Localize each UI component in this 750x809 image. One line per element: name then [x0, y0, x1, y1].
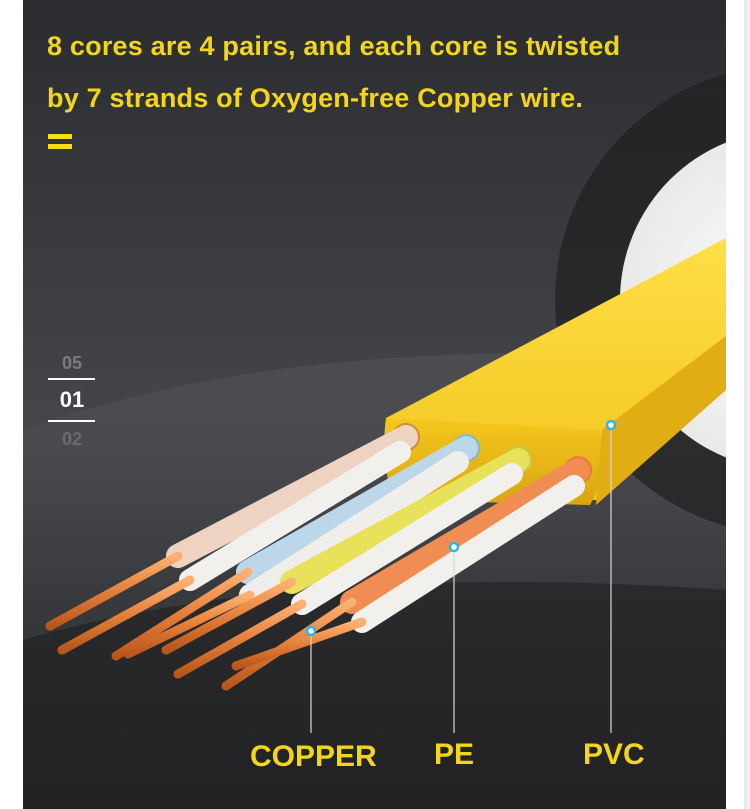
pe-label: PE: [434, 738, 475, 771]
pvc-marker: [605, 419, 617, 431]
headline: 8 cores are 4 pairs, and each core is tw…: [47, 20, 707, 124]
pager-current: 01: [59, 387, 85, 412]
pe-marker: [448, 541, 460, 553]
pager-next[interactable]: 02: [61, 429, 83, 449]
pager-divider-bottom: [48, 420, 95, 422]
pager-divider-top: [48, 378, 95, 380]
pvc-label: PVC: [583, 738, 645, 771]
slide-pager[interactable]: 05 01 02: [48, 348, 96, 452]
copper-marker: [305, 625, 317, 637]
copper-label: COPPER: [250, 740, 377, 773]
pager-prev[interactable]: 05: [61, 353, 83, 373]
headline-line-2: by 7 strands of Oxygen-free Copper wire.: [47, 83, 584, 113]
equals-icon: [48, 132, 72, 150]
right-edge-strip: [726, 0, 750, 809]
copper-strands: [45, 551, 367, 691]
headline-line-1: 8 cores are 4 pairs, and each core is tw…: [47, 31, 621, 61]
